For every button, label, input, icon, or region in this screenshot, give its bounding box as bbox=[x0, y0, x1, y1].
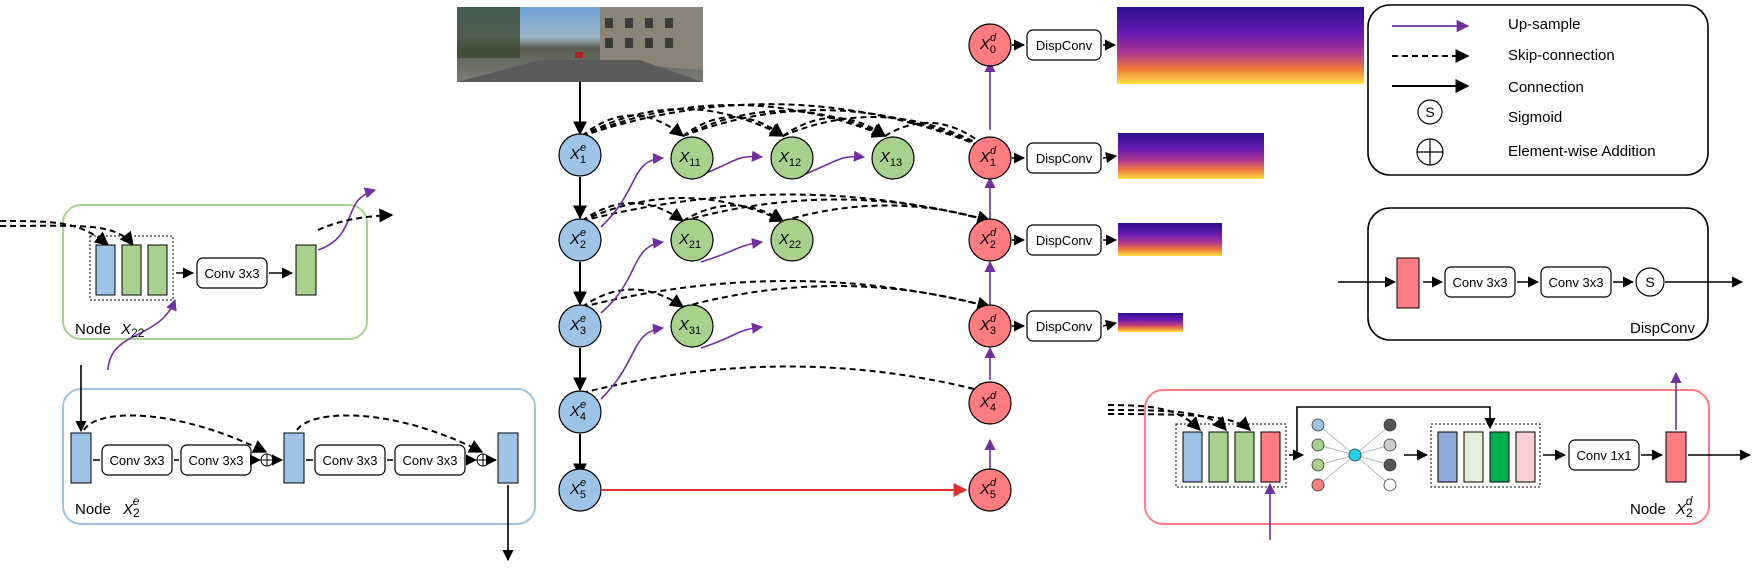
input-image bbox=[457, 7, 703, 82]
intermediate-node-4: X22 bbox=[770, 218, 814, 262]
dispconv-panel: Conv 3x3 Conv 3x3 S DispConv bbox=[1338, 207, 1744, 341]
legend-connection: Connection bbox=[1508, 79, 1584, 96]
svg-text:Conv 1x1: Conv 1x1 bbox=[1577, 448, 1632, 463]
dispconv-head-1: DispConv bbox=[1012, 142, 1118, 174]
intermediate-node-5: X31 bbox=[670, 304, 714, 348]
legend-sigmoid: Sigmoid bbox=[1508, 109, 1562, 126]
dispconv-head-2: DispConv bbox=[1012, 224, 1118, 256]
svg-text:Conv 3x3: Conv 3x3 bbox=[205, 266, 260, 281]
encoder-node-3: X4e bbox=[558, 390, 602, 434]
svg-text:S: S bbox=[1645, 274, 1654, 290]
decoder-node-4: X4d bbox=[968, 381, 1012, 425]
decoder-node-3: X3d bbox=[968, 304, 1012, 348]
svg-text:DispConv: DispConv bbox=[1036, 319, 1093, 334]
depth-map-1 bbox=[1118, 133, 1264, 179]
legend-upsample: Up-sample bbox=[1508, 16, 1581, 33]
svg-text:DispConv: DispConv bbox=[1036, 151, 1093, 166]
node-x2d-caption: Node X2d bbox=[1630, 494, 1693, 520]
node-x2e-caption: Node X2e bbox=[75, 494, 140, 520]
upsample-connections bbox=[600, 60, 996, 475]
legend-addition: Element-wise Addition bbox=[1508, 143, 1656, 160]
plus-circle-icon bbox=[1416, 138, 1444, 166]
skip-connections bbox=[581, 103, 992, 397]
dispconv-head-3: DispConv bbox=[1012, 310, 1118, 342]
node-x22-caption: Node X22 bbox=[75, 321, 145, 340]
svg-text:X2e: X2e bbox=[569, 227, 586, 251]
depth-map-2 bbox=[1118, 223, 1222, 256]
legend-skip: Skip-connection bbox=[1508, 47, 1615, 64]
svg-text:DispConv: DispConv bbox=[1036, 38, 1093, 53]
intermediate-node-1: X12 bbox=[770, 136, 814, 180]
svg-text:X3d: X3d bbox=[979, 313, 997, 337]
svg-text:X2d: X2d bbox=[979, 227, 997, 251]
svg-text:X12: X12 bbox=[778, 149, 801, 169]
svg-text:X1e: X1e bbox=[569, 142, 586, 166]
intermediate-node-2: X13 bbox=[871, 136, 915, 180]
decoder-node-5: X5d bbox=[968, 468, 1012, 512]
svg-text:Conv 3x3: Conv 3x3 bbox=[323, 453, 378, 468]
svg-text:Conv 3x3: Conv 3x3 bbox=[1549, 275, 1604, 290]
svg-text:X3e: X3e bbox=[569, 313, 586, 337]
svg-text:X1d: X1d bbox=[979, 145, 997, 169]
encoder-node-2: X3e bbox=[558, 304, 602, 348]
legend: S Up-sample Skip-connection Connection S… bbox=[1367, 4, 1709, 176]
svg-text:X21: X21 bbox=[678, 231, 701, 251]
dispconv-caption: DispConv bbox=[1630, 320, 1696, 337]
svg-text:Conv 3x3: Conv 3x3 bbox=[189, 453, 244, 468]
node-x2d-panel: Conv 1x1 Node X2d bbox=[1107, 371, 1752, 540]
intermediate-node-0: X11 bbox=[670, 136, 714, 180]
svg-text:DispConv: DispConv bbox=[1036, 233, 1093, 248]
svg-text:S: S bbox=[1425, 104, 1434, 120]
intermediate-node-3: X21 bbox=[670, 218, 714, 262]
node-x2e-panel: Conv 3x3 Conv 3x3 Conv 3x3 Conv 3x3 Node… bbox=[62, 365, 536, 562]
svg-text:X4d: X4d bbox=[979, 390, 997, 414]
svg-text:X4e: X4e bbox=[569, 399, 586, 423]
svg-text:X5e: X5e bbox=[569, 477, 586, 501]
svg-text:X31: X31 bbox=[678, 317, 701, 337]
svg-text:Conv 3x3: Conv 3x3 bbox=[110, 453, 165, 468]
depth-map-3 bbox=[1118, 313, 1183, 332]
svg-text:X5d: X5d bbox=[979, 477, 997, 501]
svg-text:X22: X22 bbox=[778, 231, 801, 251]
dispconv-head-0: DispConv bbox=[1012, 29, 1117, 61]
decoder-node-1: X1d bbox=[968, 136, 1012, 180]
svg-text:Conv 3x3: Conv 3x3 bbox=[1453, 275, 1508, 290]
svg-text:X11: X11 bbox=[678, 149, 700, 169]
svg-text:X13: X13 bbox=[879, 149, 902, 169]
svg-text:Conv 3x3: Conv 3x3 bbox=[403, 453, 458, 468]
sigmoid-icon: S bbox=[1417, 99, 1443, 125]
attention-icon bbox=[1311, 418, 1397, 492]
node-x22-panel: Conv 3x3 Node X22 bbox=[0, 187, 394, 371]
depth-map-0 bbox=[1117, 7, 1364, 84]
svg-text:X0d: X0d bbox=[979, 32, 997, 56]
encoder-node-1: X2e bbox=[558, 218, 602, 262]
decoder-node-0: X0d bbox=[968, 23, 1012, 67]
encoder-node-4: X5e bbox=[558, 468, 602, 512]
encoder-node-0: X1e bbox=[558, 133, 602, 177]
decoder-node-2: X2d bbox=[968, 218, 1012, 262]
